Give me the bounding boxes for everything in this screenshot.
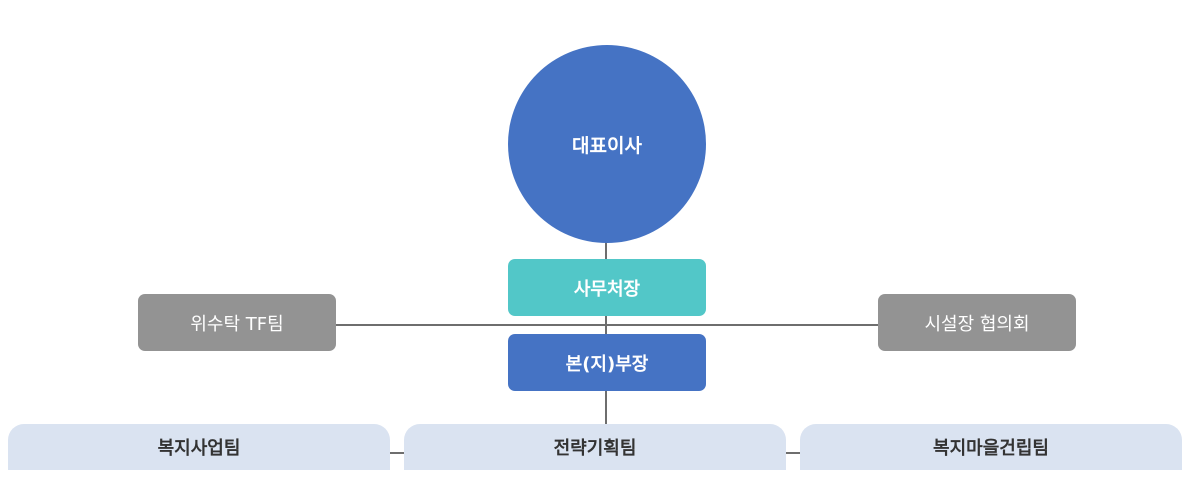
side-right-label: 시설장 협의회 — [924, 313, 1030, 335]
connector-team-left — [389, 452, 405, 454]
side-node-left: 위수탁 TF팀 — [138, 294, 336, 351]
connector-vertical-bottom — [605, 390, 607, 424]
connector-vertical-top — [605, 240, 607, 260]
connector-horizontal-side — [335, 324, 878, 326]
side-left-label: 위수탁 TF팀 — [190, 313, 284, 335]
secretary-general-label: 사무처장 — [573, 278, 641, 300]
secretary-general-node: 사무처장 — [508, 259, 706, 316]
branch-manager-node: 본(지)부장 — [508, 334, 706, 391]
team-node: 복지마을건립팀 — [800, 424, 1182, 470]
team-label: 복지마을건립팀 — [933, 438, 1049, 459]
team-label: 전략기획팀 — [553, 438, 637, 459]
ceo-label: 대표이사 — [572, 134, 642, 157]
connector-team-right — [785, 452, 801, 454]
team-node: 전략기획팀 — [404, 424, 786, 470]
team-node: 복지사업팀 — [8, 424, 390, 470]
ceo-node: 대표이사 — [508, 45, 706, 243]
branch-manager-label: 본(지)부장 — [565, 353, 649, 375]
team-label: 복지사업팀 — [157, 438, 241, 459]
side-node-right: 시설장 협의회 — [878, 294, 1076, 351]
